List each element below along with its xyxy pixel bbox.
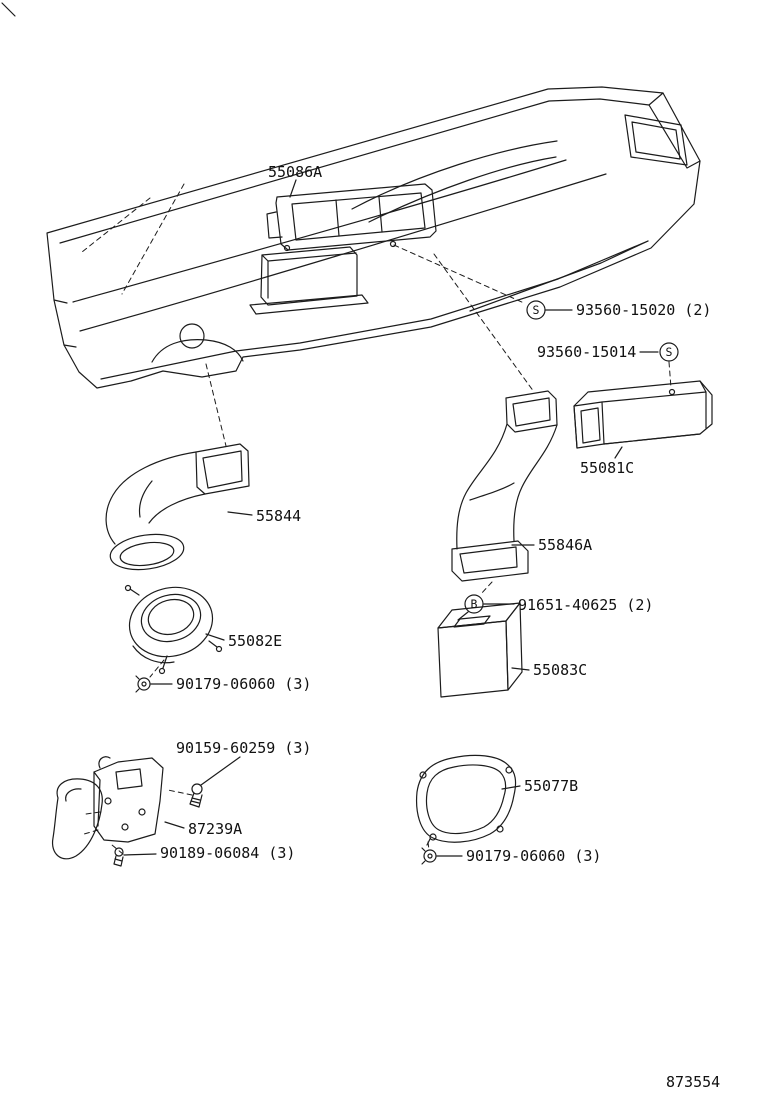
- leader-lines: [123, 179, 659, 857]
- dashed-alignment-lines: [81, 183, 672, 855]
- part-label-93560-15014[interactable]: 93560-15014: [537, 343, 637, 361]
- instrument-panel: [46, 86, 701, 389]
- bracket-87239a: [51, 756, 164, 860]
- marker-letter-b: B: [471, 597, 478, 611]
- screw-icon-90159: [189, 783, 203, 808]
- fastener-marker-s1[interactable]: S: [526, 300, 546, 320]
- part-label-55846a[interactable]: 55846A: [538, 536, 593, 554]
- washer-screw-icon-right: [421, 847, 437, 865]
- defroster-nozzle-55082e: [124, 584, 223, 675]
- side-defroster-duct-55844: [105, 443, 250, 571]
- part-label-87239a[interactable]: 87239A: [188, 820, 243, 838]
- figure-number: 873554: [666, 1073, 721, 1091]
- part-label-90179-06060-left[interactable]: 90179-06060 (3): [176, 675, 312, 693]
- marker-letter-s1: S: [533, 303, 540, 317]
- marker-letter-s2: S: [666, 345, 673, 359]
- screw-icons: [113, 675, 437, 867]
- part-label-55083c[interactable]: 55083C: [533, 661, 588, 679]
- part-label-55082e[interactable]: 55082E: [228, 632, 283, 650]
- part-label-90179-06060-right[interactable]: 90179-06060 (3): [466, 847, 602, 865]
- screw-icon-90189: [113, 847, 124, 867]
- corner-mark: [1, 2, 16, 17]
- duct-box-55083c: [437, 602, 523, 698]
- part-label-90159-60259[interactable]: 90159-60259 (3): [176, 739, 312, 757]
- part-label-91651-40625[interactable]: 91651-40625 (2): [518, 596, 654, 614]
- fastener-marker-b[interactable]: B: [464, 594, 484, 614]
- heater-duct-55846a: [451, 390, 558, 582]
- part-label-93560-15020[interactable]: 93560-15020 (2): [576, 301, 712, 319]
- part-label-55844[interactable]: 55844: [256, 507, 302, 525]
- washer-screw-icon-left: [135, 675, 151, 693]
- gasket-55077b: [415, 754, 517, 846]
- part-label-55077b[interactable]: 55077B: [524, 777, 579, 795]
- fastener-marker-s2[interactable]: S: [659, 342, 679, 362]
- center-vent-duct-55086a: [249, 183, 437, 315]
- part-label-90189-06084[interactable]: 90189-06084 (3): [160, 844, 296, 862]
- part-label-55081c[interactable]: 55081C: [580, 459, 635, 477]
- rear-duct-55081c: [573, 380, 713, 449]
- part-label-55086a[interactable]: 55086A: [268, 163, 323, 181]
